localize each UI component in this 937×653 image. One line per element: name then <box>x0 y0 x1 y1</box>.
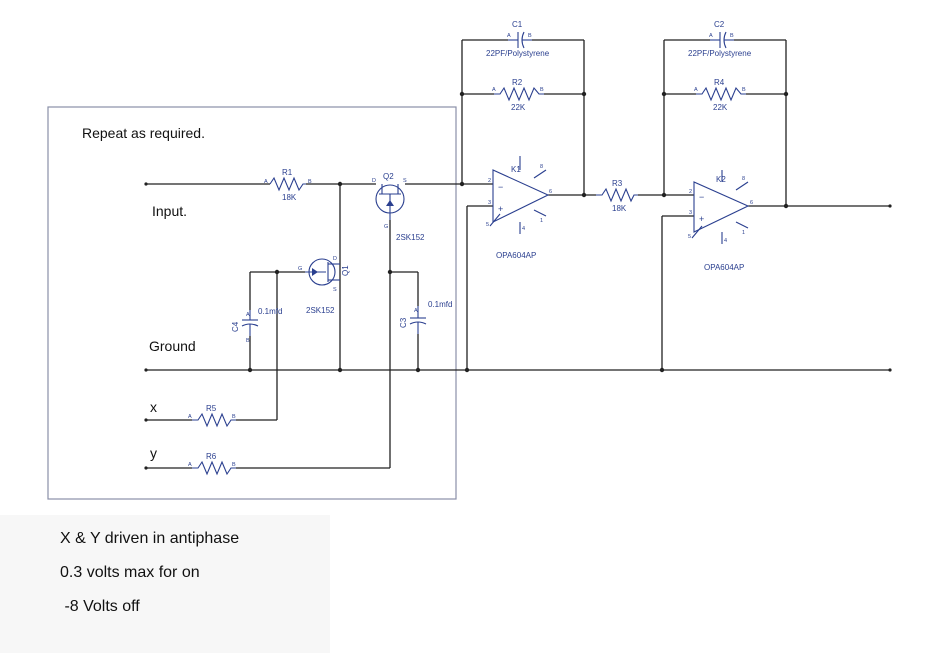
svg-text:1: 1 <box>742 230 745 236</box>
junctions <box>144 91 892 470</box>
r4-ref: R4 <box>714 78 725 87</box>
svg-text:A: A <box>414 308 418 314</box>
c1-value: 22PF/Polystyrene <box>486 49 550 58</box>
c2-value: 22PF/Polystyrene <box>688 49 752 58</box>
r1-ref: R1 <box>282 168 293 177</box>
u1-ref: K1 <box>511 165 521 174</box>
jfet-q1: Q1 2SK152 G D S <box>298 256 350 315</box>
svg-text:B: B <box>730 33 734 39</box>
resistor-r5: R5 A B <box>188 404 236 428</box>
r2-ref: R2 <box>512 78 523 87</box>
u2-value: OPA604AP <box>704 263 744 272</box>
r3-value: 18K <box>612 204 627 213</box>
svg-text:A: A <box>246 312 250 318</box>
input-label: Input. <box>152 203 187 219</box>
svg-text:A: A <box>507 33 511 39</box>
jfet-q2: Q2 2SK152 D S G <box>372 172 425 242</box>
u2-ref: K2 <box>716 175 726 184</box>
svg-text:6: 6 <box>750 200 753 206</box>
svg-text:2: 2 <box>488 178 491 184</box>
svg-text:2: 2 <box>689 189 692 195</box>
resistor-r2: R2 22K A B <box>492 78 544 112</box>
svg-text:5: 5 <box>688 234 691 240</box>
svg-text:B: B <box>540 87 544 93</box>
box-title: Repeat as required. <box>82 125 205 141</box>
svg-text:B: B <box>246 338 250 344</box>
resistor-r3: R3 18K <box>596 179 638 213</box>
opamp-u2: − + K2 OPA604AP 2 3 6 4 8 1 5 <box>688 175 753 272</box>
c2-ref: C2 <box>714 20 725 29</box>
svg-text:A: A <box>709 33 713 39</box>
notes: X & Y driven in antiphase 0.3 volts max … <box>60 530 239 615</box>
c4-value: 0.1mfd <box>258 307 282 316</box>
c3-value: 0.1mfd <box>428 300 452 309</box>
svg-text:4: 4 <box>522 226 525 232</box>
svg-text:D: D <box>333 256 337 262</box>
svg-text:B: B <box>232 462 236 468</box>
svg-text:B: B <box>742 87 746 93</box>
note-3: -8 Volts off <box>60 598 140 615</box>
resistor-r1: R1 18K A B <box>264 168 312 202</box>
c1-ref: C1 <box>512 20 523 29</box>
svg-text:−: − <box>498 182 503 192</box>
r5-ref: R5 <box>206 404 217 413</box>
q2-value: 2SK152 <box>396 233 425 242</box>
svg-text:4: 4 <box>724 238 727 244</box>
y-label: y <box>150 445 157 461</box>
q1-ref: Q1 <box>341 265 350 276</box>
r2-value: 22K <box>511 103 526 112</box>
resistor-r4: R4 22K A B <box>694 78 746 112</box>
q1-value: 2SK152 <box>306 306 335 315</box>
svg-text:8: 8 <box>540 164 543 170</box>
svg-text:S: S <box>403 178 407 184</box>
svg-text:A: A <box>694 87 698 93</box>
resistor-r6: R6 A B <box>188 452 236 476</box>
wires <box>146 39 890 469</box>
ground-label: Ground <box>149 338 196 354</box>
r3-ref: R3 <box>612 179 623 188</box>
svg-text:−: − <box>699 192 704 202</box>
svg-text:+: + <box>699 214 704 224</box>
svg-text:A: A <box>188 414 192 420</box>
svg-text:G: G <box>384 224 388 230</box>
svg-text:A: A <box>264 179 268 185</box>
r1-value: 18K <box>282 193 297 202</box>
note-1: X & Y driven in antiphase <box>60 530 239 547</box>
c3-ref: C3 <box>399 317 408 328</box>
r4-value: 22K <box>713 103 728 112</box>
repeat-box <box>47 106 457 500</box>
svg-text:B: B <box>232 414 236 420</box>
capacitor-c1: C1 22PF/Polystyrene A B <box>486 20 550 58</box>
svg-text:B: B <box>528 33 532 39</box>
capacitor-c3: C3 0.1mfd A <box>399 300 452 334</box>
q2-ref: Q2 <box>383 172 394 181</box>
note-2: 0.3 volts max for on <box>60 564 200 581</box>
c4-ref: C4 <box>231 321 240 332</box>
capacitor-c4: C4 0.1mfd A B <box>231 307 282 344</box>
x-label: x <box>150 399 157 415</box>
svg-text:S: S <box>333 287 337 293</box>
u1-value: OPA604AP <box>496 251 536 260</box>
svg-text:+: + <box>498 204 503 214</box>
svg-text:3: 3 <box>689 210 692 216</box>
svg-text:3: 3 <box>488 200 491 206</box>
svg-text:B: B <box>308 179 312 185</box>
svg-text:5: 5 <box>486 222 489 228</box>
r6-ref: R6 <box>206 452 217 461</box>
svg-text:A: A <box>188 462 192 468</box>
background-shade <box>0 515 330 653</box>
svg-text:A: A <box>492 87 496 93</box>
svg-text:G: G <box>298 266 302 272</box>
svg-text:1: 1 <box>540 218 543 224</box>
svg-text:D: D <box>372 178 376 184</box>
capacitor-c2: C2 22PF/Polystyrene A B <box>688 20 752 58</box>
svg-text:8: 8 <box>742 176 745 182</box>
svg-text:6: 6 <box>549 189 552 195</box>
opamp-u1: − + K1 OPA604AP 2 3 6 4 8 1 5 <box>486 164 552 260</box>
